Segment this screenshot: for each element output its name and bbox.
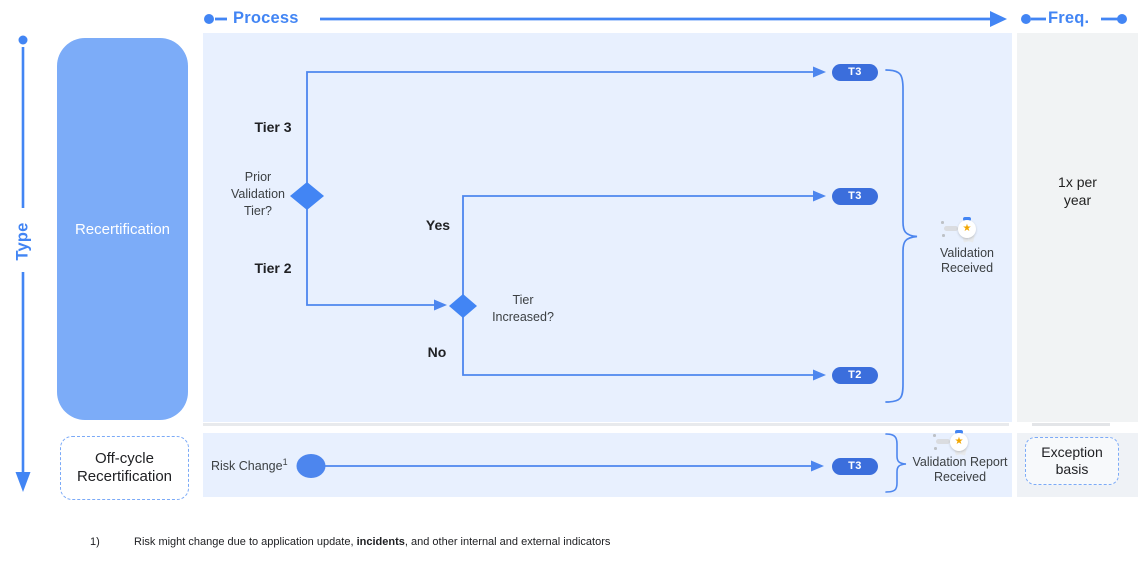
risk-change-text: Risk Change — [211, 459, 283, 474]
freq-axis-end-dot — [1117, 14, 1127, 24]
type-axis-start-dot — [18, 35, 28, 45]
tier2-branch-label: Tier 2 — [254, 260, 292, 276]
icon-chip — [963, 217, 971, 221]
tier3-branch-label: Tier 3 — [254, 119, 292, 135]
icon-chip — [955, 430, 963, 434]
prior-validation-question: Prior Validation Tier? — [231, 170, 285, 218]
risk-change-label: Risk Change1 — [211, 457, 288, 473]
icon-dot — [933, 434, 936, 437]
type-axis-arrowhead — [15, 472, 31, 492]
award-badge-icon-offcycle: ★ — [933, 430, 973, 456]
tier-pill-t3-offcycle: T3 — [832, 458, 878, 475]
medal-star-icon: ★ — [958, 220, 976, 238]
type-axis-label: Type — [13, 222, 32, 261]
icon-bar — [944, 226, 958, 231]
tier-pill-t3-top: T3 — [832, 64, 878, 81]
off-cycle-panel — [203, 433, 1012, 497]
freq-axis-label: Freq. — [1048, 9, 1090, 27]
footnote-text: Risk might change due to application upd… — [134, 536, 610, 548]
exception-basis-box: Exception basis — [1025, 437, 1119, 485]
footnote-text-before: Risk might change due to application upd… — [134, 536, 357, 548]
recertification-label: Recertification — [74, 220, 171, 238]
icon-dot — [941, 221, 944, 224]
tier-increased-question: Tier Increased? — [492, 293, 554, 324]
validation-received-label: Validation Received — [940, 246, 994, 275]
icon-dot — [942, 234, 945, 237]
no-branch-label: No — [427, 344, 447, 360]
icon-dot — [934, 447, 937, 450]
risk-change-footnote-ref: 1 — [282, 457, 288, 467]
process-axis-start-dot — [204, 14, 214, 24]
off-cycle-recertification-box: Off-cycle Recertification — [60, 436, 189, 500]
tier-pill-t2-no: T2 — [832, 367, 878, 384]
yes-branch-label: Yes — [425, 217, 451, 233]
medal-star-icon: ★ — [950, 433, 968, 451]
exception-basis-label: Exception basis — [1041, 444, 1103, 477]
footnote-text-bold: incidents — [356, 536, 405, 548]
icon-bar — [936, 439, 950, 444]
recertification-box: Recertification — [57, 38, 188, 420]
row-separator — [203, 423, 1009, 426]
process-panel — [203, 33, 1012, 422]
footnote-text-after: , and other internal and external indica… — [404, 536, 611, 548]
process-axis — [204, 11, 1007, 27]
freq-annual-value: 1x per year — [1058, 174, 1097, 208]
freq-axis-start-dot — [1021, 14, 1031, 24]
row-separator-freq — [1032, 423, 1110, 426]
process-axis-arrowhead — [990, 11, 1007, 27]
tier-pill-t3-yes: T3 — [832, 188, 878, 205]
footnote-number: 1) — [90, 536, 100, 548]
freq-panel — [1017, 33, 1138, 422]
process-axis-label: Process — [233, 9, 299, 27]
off-cycle-label: Off-cycle Recertification — [76, 450, 173, 485]
award-badge-icon: ★ — [941, 217, 981, 243]
validation-report-received-label: Validation Report Received — [912, 455, 1008, 484]
